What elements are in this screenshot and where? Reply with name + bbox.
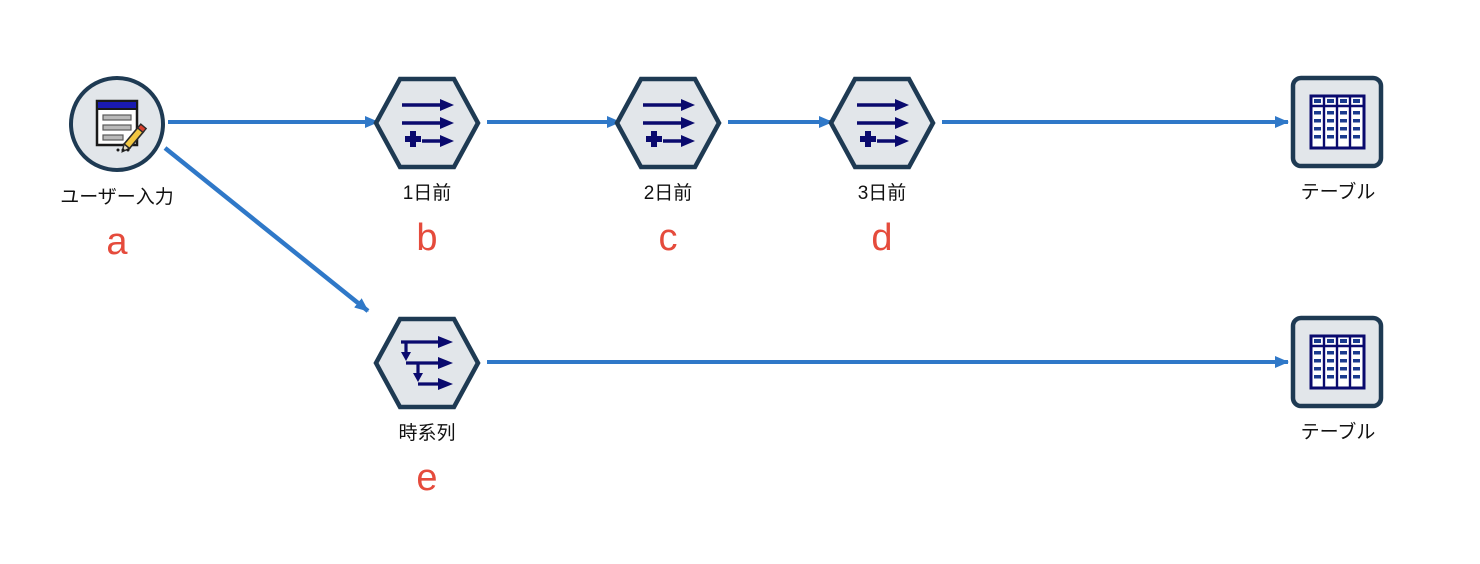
derive-node-1day-label: 1日前	[402, 183, 452, 204]
table-grid-icon	[1309, 334, 1366, 390]
link-a-to-e-line	[163, 146, 370, 313]
user-input-node-tag: a	[106, 221, 128, 263]
time-series-node[interactable]: 時系列 e	[347, 314, 507, 497]
derive-node-1day-shape[interactable]	[372, 74, 482, 172]
time-series-restructure-arrows-icon	[401, 336, 453, 390]
derive-node-3day-tag: d	[871, 217, 893, 259]
table-output-node-top-label: テーブル	[1300, 182, 1376, 203]
time-series-node-shape[interactable]	[372, 314, 482, 412]
table-output-node-top[interactable]: テーブル	[1263, 73, 1413, 204]
derive-field-arrows-plus-icon	[857, 99, 909, 147]
link-a-to-e[interactable]	[163, 146, 370, 313]
table-output-node-bottom-label: テーブル	[1300, 422, 1376, 443]
derive-node-2day-label: 2日前	[643, 183, 693, 204]
derive-node-1day-tag: b	[416, 217, 438, 259]
table-output-node-bottom-shape[interactable]	[1288, 313, 1388, 411]
derive-node-3day-label: 3日前	[857, 183, 907, 204]
derive-node-1day[interactable]: 1日前 b	[347, 74, 507, 257]
derive-node-2day-tag: c	[658, 217, 678, 259]
time-series-node-label: 時系列	[398, 423, 456, 444]
user-input-node-label: ユーザー入力	[60, 187, 174, 208]
derive-field-arrows-plus-icon	[402, 99, 454, 147]
derive-node-3day-shape[interactable]	[827, 74, 937, 172]
time-series-node-tag: e	[416, 457, 438, 499]
user-input-node-shape[interactable]	[65, 72, 169, 176]
table-output-node-bottom[interactable]: テーブル	[1263, 313, 1413, 444]
derive-node-3day[interactable]: 3日前 d	[802, 74, 962, 257]
derive-node-2day[interactable]: 2日前 c	[588, 74, 748, 257]
table-output-node-top-shape[interactable]	[1288, 73, 1388, 171]
user-input-document-pencil-icon	[95, 99, 148, 153]
derive-field-arrows-plus-icon	[643, 99, 695, 147]
table-grid-icon	[1309, 94, 1366, 150]
user-input-node[interactable]: ユーザー入力 a	[27, 72, 207, 261]
derive-node-2day-shape[interactable]	[613, 74, 723, 172]
